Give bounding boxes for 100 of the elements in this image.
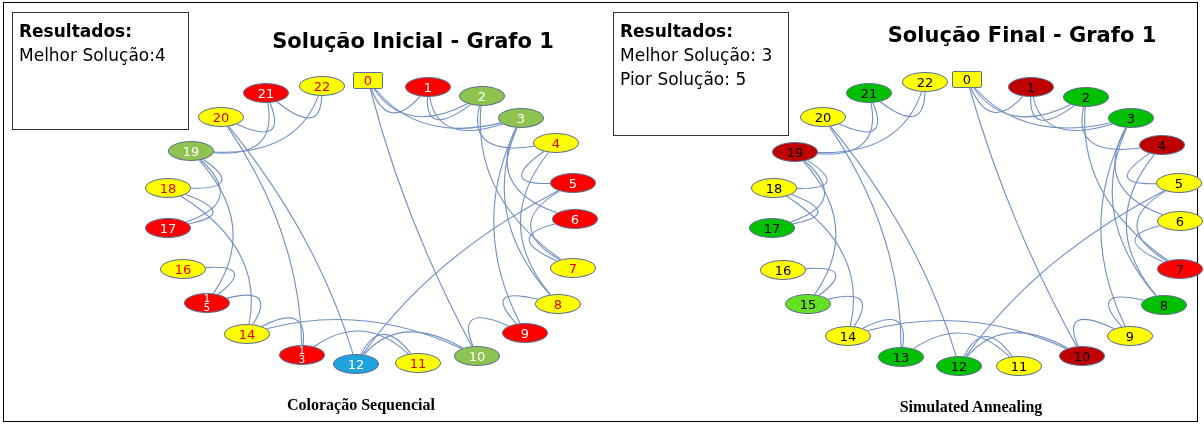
graph-node-box: 0 (353, 71, 383, 89)
graph-node-ellipse: 9 (502, 323, 548, 343)
graph-node-ellipse: 22 (299, 76, 345, 96)
graph-node-ellipse: 21 (243, 83, 289, 103)
graph-node-ellipse: 8 (535, 294, 581, 314)
graph-node-ellipse: 18 (145, 178, 191, 198)
graph-node-ellipse: 21 (846, 83, 892, 103)
edge-line (226, 126, 303, 346)
graph-node-ellipse: 17 (145, 218, 191, 238)
results-value: Melhor Solução:4 (19, 44, 167, 67)
graph-node-box: 0 (952, 70, 982, 88)
edge-line (519, 151, 551, 296)
results-box (12, 12, 189, 130)
graph-node-ellipse: 3 (498, 108, 544, 128)
graph-node-ellipse: 1 5 (184, 293, 230, 313)
graph-node-ellipse: 12 (936, 356, 982, 376)
edge-line (867, 320, 1067, 350)
graph-node-ellipse: 9 (1107, 326, 1153, 346)
edge-line (817, 91, 923, 154)
edge-line (261, 317, 305, 346)
graph-node-ellipse: 20 (198, 107, 244, 127)
graph-node-ellipse: 11 (996, 356, 1042, 376)
edge-line (503, 127, 551, 296)
graph-node-ellipse: 1 (405, 77, 451, 97)
graph-node-ellipse: 11 (395, 353, 441, 373)
edge-line (1126, 152, 1157, 185)
edge-line (374, 87, 502, 129)
edge-line (972, 86, 1072, 118)
edge-line (963, 335, 1013, 357)
edge-line (198, 159, 234, 294)
edge-line (213, 102, 270, 154)
edge-line (1073, 318, 1115, 347)
graph-node-ellipse: 8 (1141, 295, 1187, 315)
graph-node-ellipse: 1 (1008, 77, 1054, 97)
edge-line (276, 95, 323, 119)
edge-line (817, 102, 874, 155)
algorithm-caption: Coloração Sequencial (287, 396, 435, 414)
results-heading: Resultados: (620, 20, 735, 43)
edge-line (862, 319, 904, 348)
edge-line (805, 267, 837, 296)
edge-line (236, 102, 276, 133)
edge-line (965, 190, 1165, 357)
edge-line (426, 96, 471, 121)
graph-node-ellipse: 16 (160, 259, 206, 279)
edge-line (360, 333, 412, 355)
results-box (613, 12, 789, 136)
graph-node-ellipse: 19 (168, 141, 214, 161)
edge-line (966, 332, 1069, 358)
graph-node-ellipse: 6 (552, 209, 598, 229)
edge-line (476, 105, 535, 149)
graph-node-ellipse: 6 (1157, 211, 1203, 231)
graph-node-ellipse: 2 (1063, 87, 1109, 107)
graph-node-ellipse: 19 (772, 142, 818, 162)
edge-line (226, 294, 262, 325)
graph-node-ellipse: 10 (1059, 346, 1105, 366)
graph-title: Solução Final - Grafo 1 (887, 23, 1157, 47)
edge-line (205, 266, 236, 295)
edge-line (369, 87, 473, 347)
results-value: Melhor Solução: 3 (620, 44, 774, 67)
edge-line (970, 86, 1024, 113)
graph-node-ellipse: 10 (454, 346, 500, 366)
graph-title: Solução Inicial - Grafo 1 (272, 29, 554, 53)
edge-line (190, 158, 223, 189)
graph-node-ellipse: 12 (333, 354, 379, 374)
graph-node-ellipse: 18 (751, 178, 797, 198)
edge-line (828, 126, 902, 348)
graph-node-ellipse: 15 (785, 294, 831, 314)
graph-node-ellipse: 16 (760, 260, 806, 280)
edge-line (1125, 153, 1157, 297)
edge-line (373, 87, 468, 118)
edge-line (1081, 106, 1141, 150)
graph-node-ellipse: 4 (533, 133, 579, 153)
results-heading: Resultados: (19, 20, 134, 43)
graph-node-ellipse: 3 (1108, 108, 1154, 128)
edge-line (362, 190, 559, 355)
edge-line (266, 318, 462, 350)
graph-node-ellipse: 17 (749, 218, 795, 238)
edge-line (830, 125, 957, 357)
graph-node-ellipse: 14 (224, 324, 270, 344)
algorithm-caption: Simulated Annealing (899, 398, 1043, 416)
graph-node-ellipse: 2 (459, 86, 505, 106)
edge-line (1030, 96, 1075, 121)
results-value: Pior Solução: 5 (620, 68, 748, 91)
graph-node-ellipse: 1 3 (279, 345, 325, 365)
edge-line (879, 91, 926, 118)
edge-line (363, 331, 464, 356)
edge-line (228, 125, 354, 355)
graph-node-ellipse: 5 (1156, 173, 1202, 193)
graph-node-ellipse: 7 (1157, 259, 1203, 279)
graph-node-ellipse: 22 (902, 72, 948, 92)
edge-line (1111, 127, 1157, 297)
graph-node-ellipse: 13 (878, 347, 924, 367)
edge-line (802, 160, 837, 295)
edge-line (796, 159, 828, 189)
edge-line (213, 95, 319, 153)
graph-node-ellipse: 5 (550, 173, 596, 193)
edge-line (968, 86, 1078, 347)
graph-node-ellipse: 7 (550, 258, 596, 278)
edge-line (370, 87, 421, 114)
graph-node-ellipse: 20 (800, 107, 846, 127)
